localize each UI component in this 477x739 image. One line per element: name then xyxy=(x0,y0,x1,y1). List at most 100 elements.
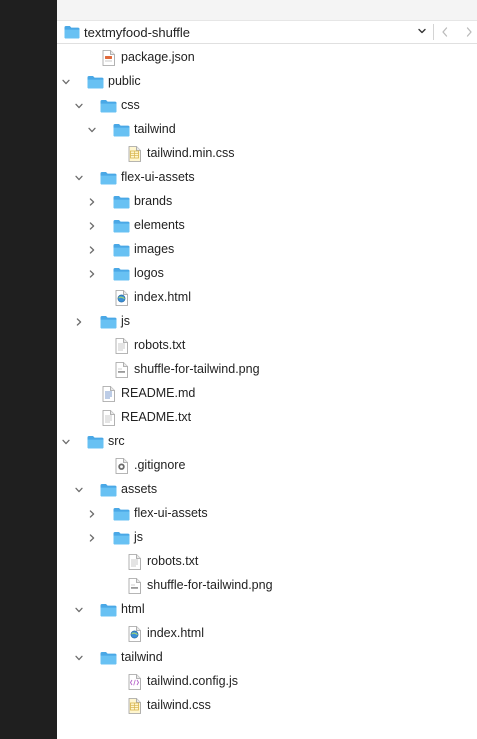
chevron-right-icon[interactable] xyxy=(74,317,84,327)
png-file-icon xyxy=(128,578,141,594)
tree-row-tailwind[interactable]: tailwind xyxy=(57,646,477,670)
chevron-right-icon[interactable] xyxy=(87,509,97,519)
folder-icon xyxy=(100,483,117,497)
tree-row-flex-ui-assets[interactable]: flex-ui-assets xyxy=(57,502,477,526)
tree-item-label: elements xyxy=(134,218,185,232)
text-file-icon xyxy=(102,410,115,426)
tree-row-readme-txt[interactable]: README.txt xyxy=(57,406,477,430)
html-file-icon xyxy=(128,626,141,642)
tree-row-tailwind-config-js[interactable]: tailwind.config.js xyxy=(57,670,477,694)
tree-item-label: tailwind.min.css xyxy=(147,146,235,160)
tree-item-label: tailwind.config.js xyxy=(147,674,239,688)
folder-icon xyxy=(113,195,130,209)
chevron-right-icon[interactable] xyxy=(87,533,97,543)
folder-icon xyxy=(113,267,130,281)
header-divider xyxy=(433,24,434,40)
css-file-icon xyxy=(128,698,141,714)
tree-item-label: assets xyxy=(121,482,158,496)
tree-row-shuffle-for-tailwind-png[interactable]: shuffle-for-tailwind.png xyxy=(57,574,477,598)
json-file-icon xyxy=(102,50,115,66)
gitignore-file-icon xyxy=(115,458,128,474)
tree-row-shuffle-for-tailwind-png[interactable]: shuffle-for-tailwind.png xyxy=(57,358,477,382)
text-file-icon xyxy=(115,338,128,354)
toolbar-strip xyxy=(57,0,477,20)
tree-item-label: README.md xyxy=(121,386,196,400)
tree-item-label: shuffle-for-tailwind.png xyxy=(134,362,260,376)
chevron-down-icon[interactable] xyxy=(61,437,71,447)
tree-row-index-html[interactable]: index.html xyxy=(57,286,477,310)
chevron-down-icon[interactable] xyxy=(74,101,84,111)
js-file-icon xyxy=(128,674,141,690)
tree-item-label: tailwind.css xyxy=(147,698,211,712)
tree-item-label: package.json xyxy=(121,50,195,64)
tree-row-html[interactable]: html xyxy=(57,598,477,622)
tree-item-label: images xyxy=(134,242,175,256)
chevron-right-icon[interactable] xyxy=(87,245,97,255)
tree-row-robots-txt[interactable]: robots.txt xyxy=(57,550,477,574)
chevron-down-icon[interactable] xyxy=(74,485,84,495)
tree-row-tailwind[interactable]: tailwind xyxy=(57,118,477,142)
tree-row-package-json[interactable]: package.json xyxy=(57,46,477,70)
nav-forward-icon[interactable] xyxy=(464,26,474,38)
folder-icon xyxy=(100,171,117,185)
chevron-right-icon[interactable] xyxy=(87,221,97,231)
tree-item-label: index.html xyxy=(134,290,191,304)
chevron-down-icon[interactable] xyxy=(61,77,71,87)
project-title[interactable]: textmyfood-shuffle xyxy=(84,25,190,40)
folder-icon xyxy=(64,25,80,39)
tree-row-readme-md[interactable]: README.md xyxy=(57,382,477,406)
chevron-right-icon[interactable] xyxy=(87,197,97,207)
chevron-down-icon[interactable] xyxy=(74,605,84,615)
tree-row-flex-ui-assets[interactable]: flex-ui-assets xyxy=(57,166,477,190)
tree-row-assets[interactable]: assets xyxy=(57,478,477,502)
tree-row-tailwind-css[interactable]: tailwind.css xyxy=(57,694,477,718)
folder-icon xyxy=(100,603,117,617)
html-file-icon xyxy=(115,290,128,306)
folder-icon xyxy=(100,651,117,665)
tree-item-label: js xyxy=(121,314,131,328)
tree-row-elements[interactable]: elements xyxy=(57,214,477,238)
tree-row-js[interactable]: js xyxy=(57,526,477,550)
tree-row-js[interactable]: js xyxy=(57,310,477,334)
tree-row-public[interactable]: public xyxy=(57,70,477,94)
folder-icon xyxy=(113,219,130,233)
folder-icon xyxy=(87,435,104,449)
chevron-down-icon[interactable] xyxy=(417,26,427,36)
folder-icon xyxy=(113,243,130,257)
tree-row-gitignore[interactable]: .gitignore xyxy=(57,454,477,478)
folder-icon xyxy=(113,531,130,545)
tree-row-logos[interactable]: logos xyxy=(57,262,477,286)
tree-item-label: shuffle-for-tailwind.png xyxy=(147,578,273,592)
tree-row-brands[interactable]: brands xyxy=(57,190,477,214)
tree-row-index-html[interactable]: index.html xyxy=(57,622,477,646)
nav-back-icon[interactable] xyxy=(440,26,450,38)
tree-item-label: brands xyxy=(134,194,173,208)
chevron-down-icon[interactable] xyxy=(74,653,84,663)
chevron-right-icon[interactable] xyxy=(87,269,97,279)
folder-icon xyxy=(113,123,130,137)
tree-item-label: tailwind xyxy=(121,650,163,664)
tree-item-label: robots.txt xyxy=(147,554,199,568)
folder-icon xyxy=(100,99,117,113)
tree-item-label: js xyxy=(134,530,144,544)
tree-item-label: .gitignore xyxy=(134,458,186,472)
chevron-down-icon[interactable] xyxy=(87,125,97,135)
chevron-down-icon[interactable] xyxy=(74,173,84,183)
tree-row-tailwind-min-css[interactable]: tailwind.min.css xyxy=(57,142,477,166)
tree-row-css[interactable]: css xyxy=(57,94,477,118)
folder-icon xyxy=(87,75,104,89)
folder-icon xyxy=(113,507,130,521)
tree-item-label: robots.txt xyxy=(134,338,186,352)
tree-item-label: logos xyxy=(134,266,164,280)
tree-item-label: public xyxy=(108,74,141,88)
tree-row-src[interactable]: src xyxy=(57,430,477,454)
tree-row-images[interactable]: images xyxy=(57,238,477,262)
tree-item-label: flex-ui-assets xyxy=(121,170,195,184)
md-file-icon xyxy=(102,386,115,402)
text-file-icon xyxy=(128,554,141,570)
editor-dark-panel xyxy=(0,0,57,739)
tree-item-label: tailwind xyxy=(134,122,176,136)
tree-row-robots-txt[interactable]: robots.txt xyxy=(57,334,477,358)
tree-item-label: html xyxy=(121,602,145,616)
